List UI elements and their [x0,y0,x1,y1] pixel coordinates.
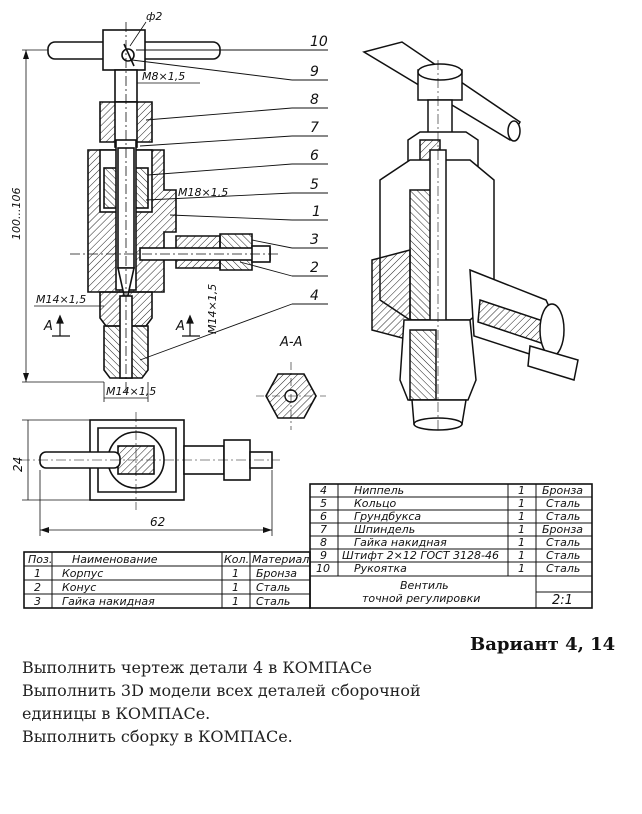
task-line: единицы в КОМПАСе. [22,704,211,723]
bom-cell-pos: 8 [320,536,327,549]
title-block-name-line1: Вентиль [400,579,449,592]
bom-cell-name: Ниппель [354,484,404,497]
callout-10: 10 [310,34,328,50]
bom-table-right: 4 Ниппель 1 Бронза 5 Кольцо 1 Сталь 6 Гр… [309,483,593,609]
dim-height: 100...106 [10,188,23,240]
bom-cell-name: Шпиндель [354,523,415,536]
dim-24: 24 [11,457,25,472]
section-mark-left: A [43,319,53,334]
centerlines [70,22,280,392]
bom-cell-qty: 1 [518,523,525,536]
callout-7: 7 [310,120,319,136]
bom-header-material: Материал [252,553,309,566]
top-view [20,412,280,510]
assembly-drawing: 10 9 8 7 6 5 1 3 2 4 ф2 M8×1,5 M18×1,5 1… [10,10,593,609]
bom-cell-name: Кольцо [354,497,397,510]
bom-cell-pos: 6 [320,510,327,523]
bom-cell-pos: 3 [34,595,41,608]
dim-m14-bottom: M14×1,5 [106,385,156,398]
bom-cell-pos: 1 [34,567,41,580]
task-line: Выполнить чертеж детали 4 в КОМПАСе [22,658,372,677]
bom-cell-pos: 5 [320,497,327,510]
bom-cell-name: Рукоятка [354,562,407,575]
leader-lines [131,49,328,361]
callout-5: 5 [310,177,319,193]
bom-cell-pos: 2 [34,581,41,594]
bom-cell-qty: 1 [232,595,239,608]
variant-heading: Вариант 4, 14 [470,634,616,655]
task-line: Выполнить 3D модели всех деталей сборочн… [22,681,421,700]
callout-1: 1 [312,204,321,220]
callout-3: 3 [310,232,319,248]
task-list: Выполнить чертеж детали 4 в КОМПАСе Выпо… [22,656,421,748]
title-block-scale: 2:1 [552,593,573,608]
bom-table-left: Поз. Наименование Кол. Материал 1 Корпус… [23,551,311,609]
bom-cell-qty: 1 [232,581,239,594]
main-section-view [47,29,271,379]
callout-9: 9 [310,64,319,80]
bom-cell-material: Бронза [256,567,297,580]
title-block-name-line2: точной регулировки [362,592,480,605]
bom-cell-qty: 1 [518,484,525,497]
isometric-cutaway [362,41,579,431]
bom-cell-qty: 1 [518,497,525,510]
bom-cell-material: Сталь [546,549,580,562]
bom-cell-qty: 1 [518,562,525,575]
bom-cell-pos: 7 [320,523,327,536]
bom-cell-qty: 1 [518,549,525,562]
bom-cell-material: Сталь [546,562,580,575]
bom-header-name: Наименование [72,553,158,566]
dimensions: ф2 M8×1,5 M18×1,5 100...106 M14×1,5 M14×… [10,10,228,402]
bom-cell-material: Сталь [546,497,580,510]
bom-cell-pos: 10 [316,562,330,575]
bom-cell-qty: 1 [232,567,239,580]
task-line: Выполнить сборку в КОМПАСе. [22,727,293,746]
bom-header-qty: Кол. [224,553,249,566]
section-mark-right: A [175,319,185,334]
dim-m18: M18×1,5 [178,186,228,199]
bom-cell-material: Бронза [542,523,583,536]
bom-cell-qty: 1 [518,510,525,523]
bom-cell-name: Штифт 2×12 ГОСТ 3128-46 [342,549,499,562]
bom-cell-pos: 9 [320,549,327,562]
bom-cell-material: Сталь [256,595,290,608]
bom-cell-name: Гайка накидная [354,536,447,549]
bom-header-pos: Поз. [28,553,52,566]
bom-cell-name: Грундбукса [354,510,421,523]
bom-cell-qty: 1 [518,536,525,549]
top-view-dimensions: 24 62 [11,419,273,536]
bom-cell-pos: 4 [320,484,327,497]
bom-cell-material: Сталь [546,510,580,523]
dim-m8: M8×1,5 [142,70,185,83]
callout-numbers: 10 9 8 7 6 5 1 3 2 4 [310,34,328,304]
bom-cell-material: Сталь [546,536,580,549]
callout-6: 6 [310,148,319,164]
section-title: A-A [279,335,302,350]
dim-m14-left: M14×1,5 [36,293,86,306]
section-a-a-view: A-A [256,335,326,430]
callout-4: 4 [310,288,319,304]
callout-8: 8 [310,92,319,108]
bom-cell-material: Сталь [256,581,290,594]
bom-cell-name: Гайка накидная [62,595,155,608]
dim-m14-vertical: M14×1,5 [206,284,219,334]
dim-phi2: ф2 [146,10,162,23]
bom-cell-material: Бронза [542,484,583,497]
bom-cell-name: Конус [62,581,96,594]
dim-62: 62 [150,515,165,529]
bom-cell-name: Корпус [62,567,103,580]
callout-2: 2 [310,260,319,276]
